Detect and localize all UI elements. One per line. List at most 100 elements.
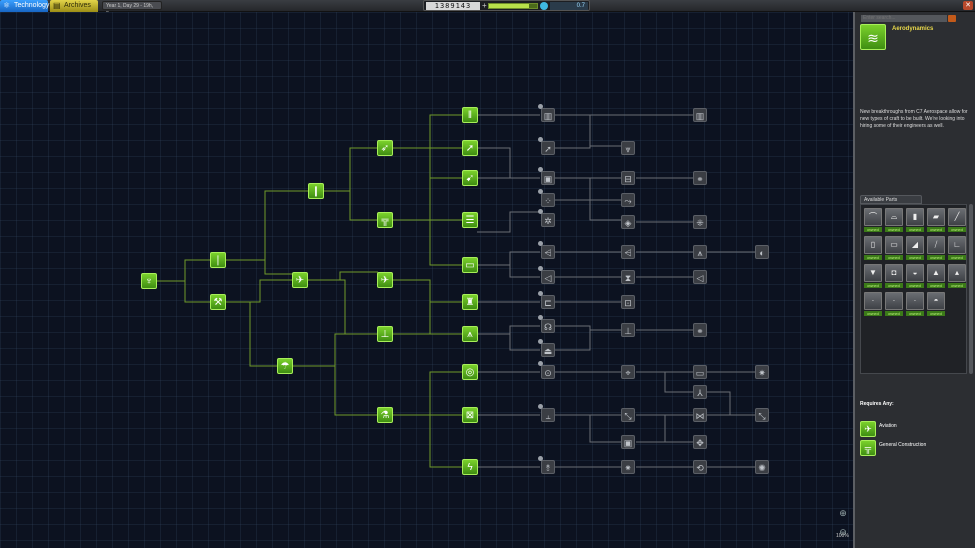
tech-node-general-rocketry[interactable]: ❙ — [308, 183, 324, 199]
tech-node-locked[interactable]: ◁ — [693, 270, 707, 284]
tech-node-locked[interactable]: ⅄ — [693, 385, 707, 399]
tech-node-advanced-rocketry[interactable]: ➶ — [377, 140, 393, 156]
tech-node-locked[interactable]: ⩚ — [693, 245, 707, 259]
part-antenna-icon[interactable]: · — [864, 292, 882, 310]
tech-node-locked[interactable]: ▭ — [693, 365, 707, 379]
tech-node-propulsion-systems[interactable]: ➚ — [462, 140, 478, 156]
tech-node-engineering[interactable]: ⚒ — [210, 294, 226, 310]
zoom-level: 100% — [836, 533, 849, 539]
part-tank-icon[interactable]: ▯ — [864, 236, 882, 254]
tech-node-locked[interactable]: ⊏ — [538, 291, 555, 309]
tech-node-locked[interactable]: ⩔ — [621, 141, 635, 155]
search-button[interactable] — [948, 15, 956, 22]
part-adapter-icon[interactable]: ◘ — [885, 264, 903, 282]
owned-label: owned — [927, 283, 945, 288]
tech-node-survivability[interactable]: ☂ — [277, 358, 293, 374]
tech-node-locked[interactable]: ✷ — [755, 365, 769, 379]
tech-node-locked[interactable]: ⚭ — [693, 323, 707, 337]
tech-node-locked[interactable]: ✲ — [538, 209, 555, 227]
part-generic-icon[interactable]: · — [885, 292, 903, 310]
plane-icon[interactable]: ✈ — [860, 421, 876, 437]
zoom-in-icon[interactable]: ⊕ — [839, 508, 847, 518]
close-button[interactable]: ✕ — [963, 1, 973, 10]
part-cockpit-icon[interactable]: ◓ — [927, 292, 945, 310]
tab-archives[interactable]: ▤ Archives — [50, 0, 98, 12]
tech-node-locked[interactable]: ⁜ — [693, 215, 707, 229]
tech-node-aerodynamics[interactable]: ✈ — [377, 272, 393, 288]
tech-node-locked[interactable]: ▣ — [621, 435, 635, 449]
part-tank-icon[interactable]: ▮ — [906, 208, 924, 226]
tech-node-start[interactable]: ♆ — [141, 273, 157, 289]
tech-node-locked[interactable]: ⊟ — [621, 171, 635, 185]
tech-node-locked[interactable]: ⩤ — [538, 241, 555, 259]
tech-node-space-exploration[interactable]: ◎ — [462, 364, 478, 380]
tech-node-fuel-systems[interactable]: ➹ — [462, 170, 478, 186]
tech-node-flight-control[interactable]: ♜ — [462, 294, 478, 310]
tech-node-general-construction[interactable]: ╦ — [377, 212, 393, 228]
tech-node-electrics[interactable]: ϟ — [462, 459, 478, 475]
tech-node-basic-science[interactable]: ⚗ — [377, 407, 393, 423]
part-nosecone-icon[interactable]: ⌓ — [885, 208, 903, 226]
part-dome-icon[interactable]: ◒ — [906, 264, 924, 282]
part-nosecone-icon[interactable]: ⌒ — [864, 208, 882, 226]
part-cone-icon[interactable]: ▲ — [927, 264, 945, 282]
owned-label: owned — [885, 255, 903, 260]
tech-node-locked[interactable]: ✥ — [693, 435, 707, 449]
tech-node-locked[interactable]: ⊙ — [538, 361, 555, 379]
tech-node-basic-rocketry[interactable]: ❘ — [210, 252, 226, 268]
tech-node-locked[interactable]: ▥ — [538, 104, 555, 122]
tech-node-locked[interactable]: ⟲ — [693, 460, 707, 474]
tech-node-aviation[interactable]: ✈ — [292, 272, 308, 288]
tech-node-heavy-rocketry[interactable]: ‖ — [462, 107, 478, 123]
part-wing-icon[interactable]: ⧸ — [927, 236, 945, 254]
tech-node-locked[interactable]: ⊡ — [621, 295, 635, 309]
tech-node-locked[interactable]: ☊ — [538, 315, 555, 333]
zoom-out-icon[interactable]: ⊖ — [839, 527, 847, 537]
tech-tree-canvas[interactable]: ♆ ❘ ⚒ ❙ ✈ ☂ ➶ ╦ ✈ ⊥ ⚗ ‖ ➚ ➹ ☰ ▭ ♜ ⩚ ◎ ⊠ … — [0, 12, 853, 548]
tech-node-locked[interactable]: ◈ — [621, 215, 635, 229]
tech-node-locked[interactable]: ⧗ — [621, 270, 635, 284]
tech-node-stability[interactable]: ⊥ — [377, 326, 393, 342]
tech-node-locked[interactable]: ⫠ — [538, 404, 555, 422]
parts-scrollbar[interactable] — [969, 204, 973, 374]
part-fuselage-icon[interactable]: ▼ — [864, 264, 882, 282]
tech-node-miniaturization[interactable]: ⊠ — [462, 407, 478, 423]
tech-node-locked[interactable]: ▣ — [538, 167, 555, 185]
girder-icon[interactable]: ╦ — [860, 440, 876, 456]
top-bar: ⚛ Technology ▤ Archives Year 1, Day 29 -… — [0, 0, 975, 17]
tech-node-locked[interactable]: ⥉ — [538, 456, 555, 474]
tech-node-locked[interactable]: ➚ — [538, 137, 555, 155]
aerodynamics-icon: ≋ — [860, 24, 886, 50]
tech-node-locked[interactable]: ▥ — [693, 108, 707, 122]
tech-node-locked[interactable]: ◁ — [538, 266, 555, 284]
tech-node-locked[interactable]: ⁕ — [621, 460, 635, 474]
tech-node-locked[interactable]: ◐ — [755, 245, 769, 259]
tech-node-locked[interactable]: ⋈ — [693, 408, 707, 422]
available-parts-tab[interactable]: Available Parts — [860, 195, 922, 204]
tech-name: Aerodynamics — [892, 26, 934, 32]
part-wing-icon[interactable]: ◢ — [906, 236, 924, 254]
tech-node-locked[interactable]: ⤳ — [621, 193, 635, 207]
tech-info-panel: ≋ Aerodynamics New breakthroughs from C7… — [853, 12, 975, 548]
tech-node-locked[interactable]: ⤡ — [755, 408, 769, 422]
tab-technology[interactable]: ⚛ Technology — [0, 0, 49, 12]
tech-node-advanced-construction[interactable]: ☰ — [462, 212, 478, 228]
tech-node-locked[interactable]: ⩤ — [621, 245, 635, 259]
tech-node-locked[interactable]: ⏏ — [538, 339, 555, 357]
tech-node-locked[interactable]: ⚭ — [693, 171, 707, 185]
tech-node-locked[interactable]: ✺ — [755, 460, 769, 474]
part-generic-icon[interactable]: · — [906, 292, 924, 310]
tech-node-supersonic-flight[interactable]: ▭ — [462, 257, 478, 273]
tech-node-locked[interactable]: ⌖ — [621, 365, 635, 379]
tech-node-locked[interactable]: ⤡ — [621, 408, 635, 422]
tech-node-landing[interactable]: ⩚ — [462, 326, 478, 342]
part-rudder-icon[interactable]: ∟ — [948, 236, 966, 254]
part-cone-icon[interactable]: ▴ — [948, 264, 966, 282]
part-fin-icon[interactable]: ╱ — [948, 208, 966, 226]
part-tank-icon[interactable]: ▭ — [885, 236, 903, 254]
search-input[interactable] — [861, 15, 947, 22]
part-intake-icon[interactable]: ▰ — [927, 208, 945, 226]
tech-node-locked[interactable]: ⁘ — [538, 189, 555, 207]
tech-node-locked[interactable]: ⊥ — [621, 323, 635, 337]
owned-label: owned — [864, 227, 882, 232]
